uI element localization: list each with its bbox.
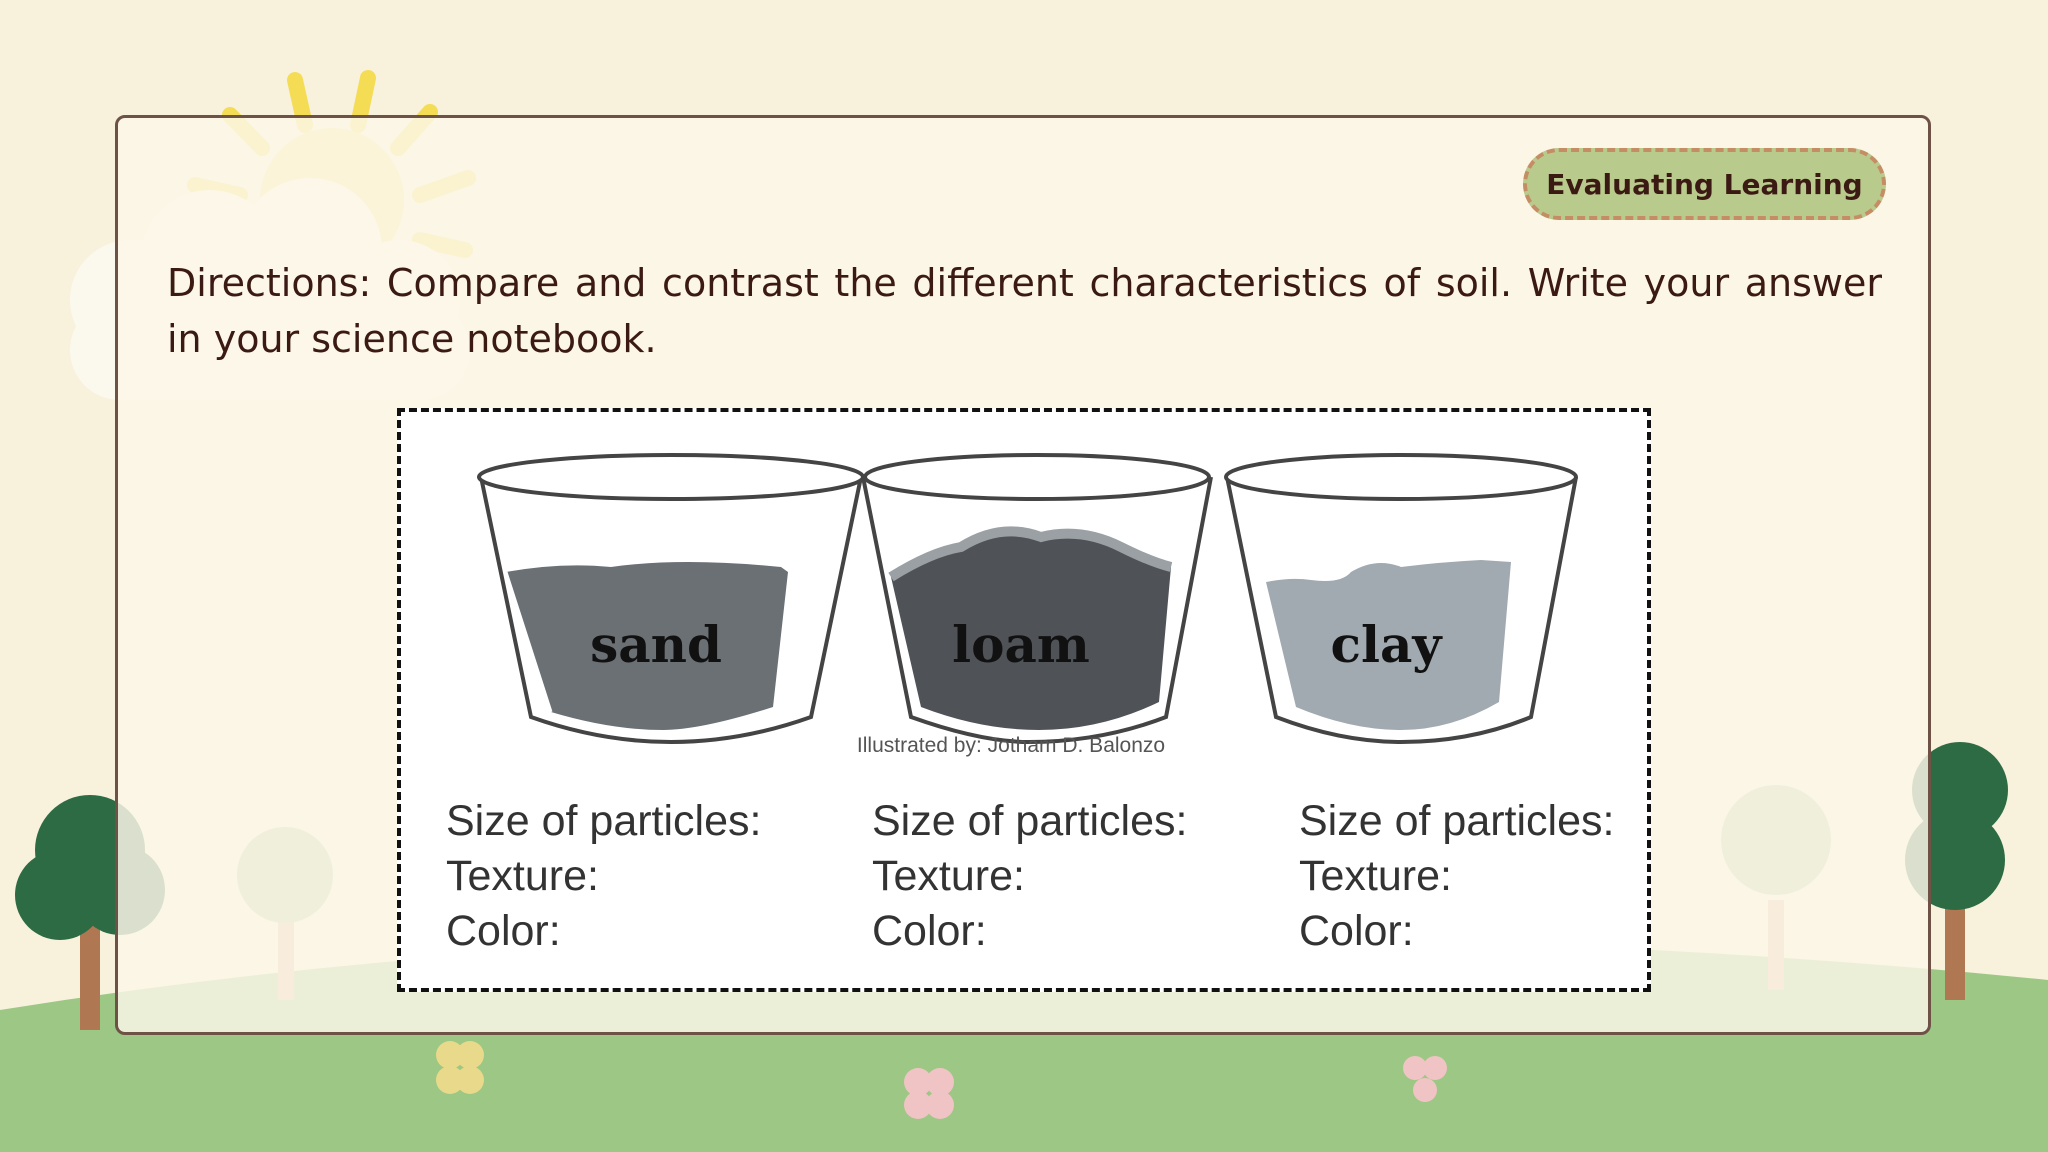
flower-icon — [436, 1041, 1447, 1119]
loam-pot: loam — [861, 453, 1213, 745]
texture-label: Texture: — [872, 852, 1025, 900]
texture-label: Texture: — [1299, 852, 1452, 900]
sand-characteristics: Size of particles: Texture: Color: — [446, 794, 866, 959]
clay-pot: clay — [1224, 453, 1578, 745]
color-label: Color: — [872, 907, 987, 955]
texture-label: Texture: — [446, 852, 599, 900]
pot-label-sand: sand — [590, 615, 722, 674]
size-of-particles-label: Size of particles: — [446, 797, 762, 845]
illustration-credit: Illustrated by: Jotham D. Balonzo — [856, 734, 1166, 757]
clay-characteristics: Size of particles: Texture: Color: — [1299, 794, 1719, 959]
directions-text: Directions: Compare and contrast the dif… — [167, 261, 1882, 361]
color-label: Color: — [1299, 907, 1414, 955]
sand-pot: sand — [477, 453, 865, 745]
soil-figure: sand loam clay Illustrated by: Jotham D.… — [397, 408, 1651, 992]
size-of-particles-label: Size of particles: — [1299, 797, 1615, 845]
soil-pots-illustration: sand loam clay — [477, 453, 1578, 745]
section-badge: Evaluating Learning — [1523, 148, 1886, 220]
pot-label-loam: loam — [952, 615, 1090, 674]
size-of-particles-label: Size of particles: — [872, 797, 1188, 845]
color-label: Color: — [446, 907, 561, 955]
loam-characteristics: Size of particles: Texture: Color: — [872, 794, 1292, 959]
pot-label-clay: clay — [1331, 615, 1444, 674]
